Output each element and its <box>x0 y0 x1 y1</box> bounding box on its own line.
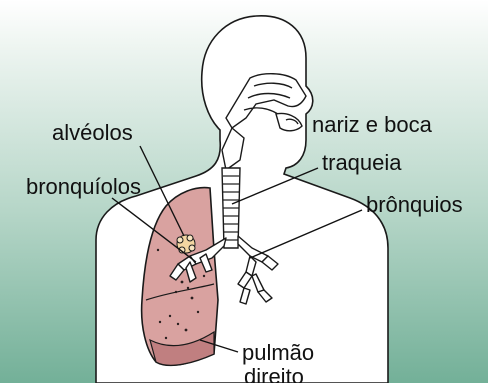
label-nariz-boca: nariz e boca <box>312 114 432 136</box>
label-pulmao: pulmão <box>242 342 314 364</box>
label-bronquiolos: bronquíolos <box>26 176 141 198</box>
label-direito: direito <box>244 366 304 383</box>
label-bronquios: brônquios <box>366 194 463 216</box>
label-alveolos: alvéolos <box>52 122 133 144</box>
label-traqueia: traqueia <box>322 152 402 174</box>
